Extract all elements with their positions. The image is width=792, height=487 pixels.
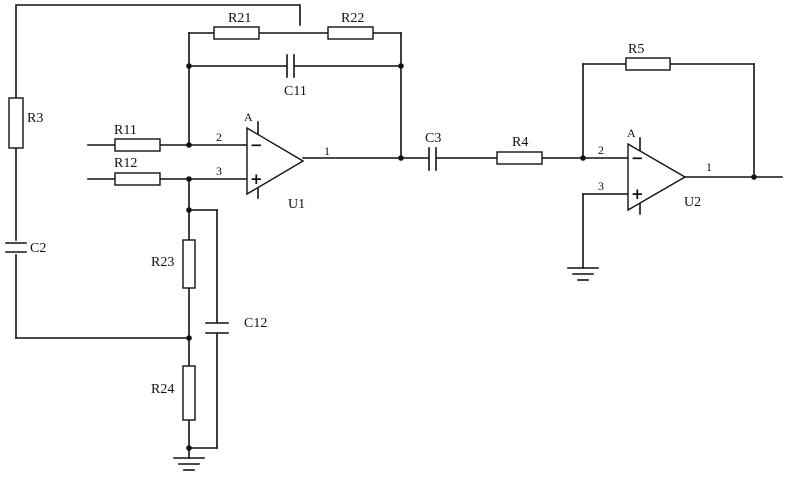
capacitor-c12-label: C12	[244, 316, 267, 331]
opamp-u1-pin-3: 3	[216, 164, 222, 178]
ground-symbol-left	[173, 457, 205, 471]
resistor-r22	[327, 26, 374, 40]
resistor-r12	[114, 172, 161, 186]
opamp-u2-pin-2: 2	[598, 143, 604, 157]
resistor-r11	[114, 138, 161, 152]
junction-dot	[186, 207, 192, 213]
opamp-u1-pin-2: 2	[216, 130, 222, 144]
ground-symbol-right	[567, 267, 599, 281]
opamp-u1-plus: +	[250, 170, 263, 188]
resistor-r5-label: R5	[628, 42, 644, 57]
capacitor-c3	[428, 147, 437, 171]
resistor-r4-label: R4	[512, 135, 528, 150]
resistor-r23	[182, 239, 196, 289]
resistor-r12-label: R12	[114, 156, 137, 171]
resistor-r3	[8, 97, 24, 149]
resistor-r21-label: R21	[228, 11, 251, 26]
opamp-u2-pin-3: 3	[598, 179, 604, 193]
opamp-u1-pin-1: 1	[324, 144, 330, 158]
opamp-u2-label: U2	[684, 195, 701, 210]
junction-dot	[186, 176, 192, 182]
wires	[15, 4, 783, 459]
junction-dot	[398, 155, 404, 161]
junction-dot	[580, 155, 586, 161]
capacitor-c2	[5, 242, 27, 253]
resistor-r5	[625, 57, 671, 71]
junctions	[186, 63, 757, 451]
opamp-u2-triangle	[627, 142, 687, 212]
capacitor-c2-label: C2	[30, 241, 46, 256]
capacitor-c12	[205, 322, 229, 334]
junction-dot	[751, 174, 757, 180]
resistor-r4	[496, 151, 543, 165]
resistor-r3-label: R3	[27, 111, 43, 126]
opamp-u1-pin-a: A	[244, 110, 253, 124]
opamp-u1-label: U1	[288, 197, 305, 212]
opamp-u1-triangle	[246, 126, 305, 196]
capacitor-c3-label: C3	[425, 131, 441, 146]
junction-dot	[186, 445, 192, 451]
junction-dot	[186, 142, 192, 148]
junction-dot	[186, 335, 192, 341]
resistor-r23-label: R23	[151, 255, 174, 270]
resistor-r21	[213, 26, 260, 40]
capacitor-c11-label: C11	[284, 84, 307, 99]
opamp-u2-plus: +	[631, 185, 644, 203]
opamp-u1-minus: −	[250, 136, 263, 154]
opamp-u2-minus: −	[631, 149, 644, 167]
opamp-u1	[246, 121, 305, 199]
opamp-u2	[627, 137, 687, 215]
resistor-r24	[182, 365, 196, 421]
resistor-r11-label: R11	[114, 123, 137, 138]
opamp-u2-pin-1: 1	[706, 160, 712, 174]
opamp-u2-pin-a: A	[627, 126, 636, 140]
junction-dot	[398, 63, 404, 69]
capacitor-c11	[286, 54, 295, 78]
resistor-r22-label: R22	[341, 11, 364, 26]
resistor-r24-label: R24	[151, 382, 174, 397]
junction-dot	[186, 63, 192, 69]
